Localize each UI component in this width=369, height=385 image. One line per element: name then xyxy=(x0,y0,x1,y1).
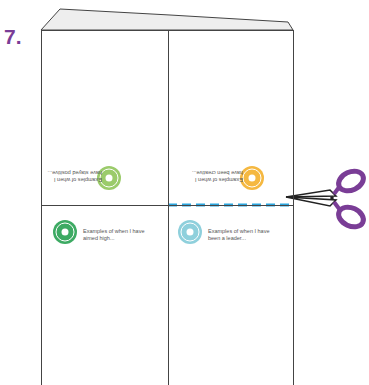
prompt-text: Examples of when I have stayed positive.… xyxy=(44,169,102,183)
prompt-text: Examples of when I have been a leader... xyxy=(208,228,278,242)
prompt-text: Examples of when I have aimed high... xyxy=(83,228,149,242)
step-number: 7. xyxy=(4,25,22,49)
panel-box: Examples of when I have stayed positive.… xyxy=(41,30,169,206)
folded-flap xyxy=(41,9,293,30)
icon-orange xyxy=(240,166,264,190)
panel-box: Examples of when I have been creative... xyxy=(168,30,294,206)
icon-light-blue xyxy=(178,220,202,244)
panel-box: Examples of when I have been a leader... xyxy=(168,205,294,385)
scissors-symbol xyxy=(286,167,367,230)
icon-green xyxy=(53,220,77,244)
prompt-text: Examples of when I have been creative... xyxy=(185,169,243,183)
panel-box: Examples of when I have aimed high... xyxy=(41,205,169,385)
